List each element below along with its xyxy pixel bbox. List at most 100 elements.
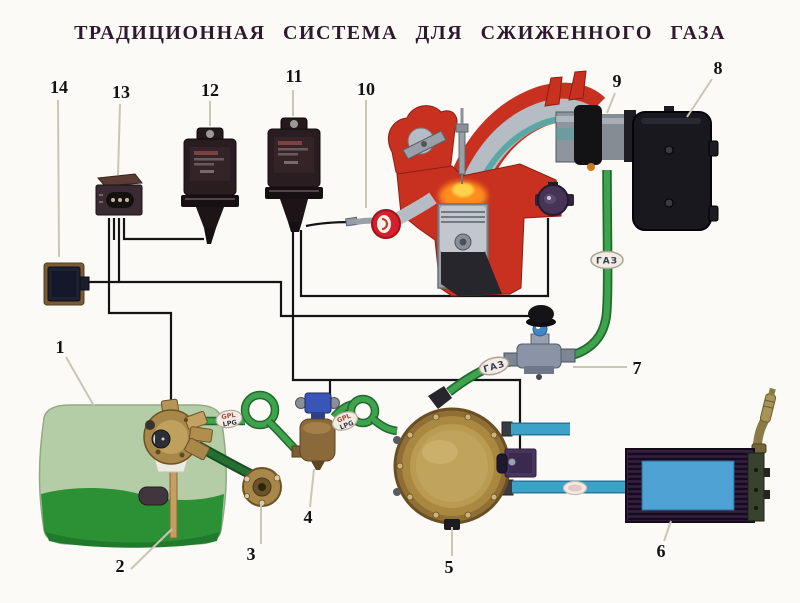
spark-plug-terminal (460, 108, 464, 124)
engine-sensor (535, 182, 574, 216)
wire-ecu11-to-reducer (291, 230, 522, 452)
air-filter-tab-2 (708, 205, 719, 222)
combustion-glow-core (452, 183, 474, 197)
gas-mixer (555, 105, 636, 171)
manifold-stud-2 (568, 70, 587, 101)
reducer-left-tab-1 (393, 436, 401, 444)
callout-leader-lines (57, 78, 713, 570)
gauge-dot (161, 437, 165, 441)
reducer-evaporator (393, 386, 630, 530)
air-filter-screw-2 (664, 198, 674, 208)
reducer-face (416, 430, 488, 502)
mixer-gas-inlet (587, 163, 595, 171)
ecu11-label-print (278, 141, 308, 164)
relay-body-shade (52, 271, 76, 297)
tank-bottom-shade (46, 532, 219, 548)
callout-8: 8 (713, 58, 723, 78)
air-filter-nub (664, 106, 674, 114)
relay (43, 262, 90, 306)
reducer-left-tab-2 (393, 488, 401, 496)
flange-bolts (243, 474, 281, 507)
callout-7: 7 (632, 358, 642, 378)
radiator-side-strip (747, 452, 765, 522)
reducer-inlet-elbow (428, 386, 452, 409)
air-filter-box (632, 111, 712, 231)
wire-switch-to-ecu12 (122, 218, 204, 241)
coolant-fitting-upper (501, 421, 513, 437)
reducer-solenoid-face (509, 453, 532, 473)
lead-red-mark (381, 218, 388, 230)
valve-bottom-screw (536, 374, 542, 380)
ecu11-connector-line (269, 190, 319, 192)
filler-valve-flange (242, 467, 282, 507)
wire-switch-to-multivalve (107, 218, 173, 410)
gas-hose-filter-to-reducer (330, 394, 398, 436)
callout-3: 3 (246, 544, 256, 564)
control-unit-right (265, 117, 323, 232)
callout-13: 13 (112, 82, 130, 102)
ecu12-harness (196, 207, 224, 228)
multivalve-port-2 (188, 426, 213, 443)
air-filter-housing (632, 106, 719, 231)
level-gauge (151, 429, 171, 449)
gas-label-upper: ГАЗ (590, 250, 624, 270)
gpl-label-tank-line1: GPL (221, 411, 236, 421)
callout-9: 9 (612, 71, 622, 91)
air-filter-top-highlight (641, 118, 701, 124)
manifold-stud-1 (544, 76, 563, 107)
gpl-label-tank: GPL LPG (215, 409, 243, 429)
filter-neck (311, 412, 325, 420)
multivalve-bolts (155, 418, 188, 458)
heater-radiator (625, 387, 777, 523)
callout-10: 10 (357, 79, 375, 99)
multivalve-port-3 (184, 437, 210, 461)
radiator-panel (641, 460, 735, 511)
switch-top-face (96, 173, 143, 187)
multivalve (143, 398, 213, 473)
tank-handle (138, 486, 169, 506)
filter-solenoid (304, 392, 332, 414)
gas-solenoid-valve (503, 305, 576, 380)
radiator-nozzle (759, 387, 777, 423)
callout-14: 14 (50, 77, 68, 97)
ecu12-connector (181, 195, 239, 207)
wrist-pin-center (459, 238, 467, 246)
callout-11: 11 (285, 66, 303, 86)
relay-nub (79, 276, 90, 291)
callout-2: 2 (115, 556, 125, 576)
reducer-solenoid-coil (496, 453, 508, 474)
coolant-hose-label (562, 480, 588, 496)
control-unit-left (181, 127, 239, 244)
ecu12-label-print (194, 151, 224, 173)
reducer-drain-nipple (444, 519, 460, 530)
mixer-clamp-ring (574, 105, 602, 165)
level-gauge-face (153, 434, 155, 444)
engine-cutaway (345, 70, 606, 297)
wiring-harness (86, 218, 550, 452)
ecu11-connector (265, 187, 323, 199)
wire-ecu11-to-sensor (299, 218, 550, 298)
switch-leds (111, 198, 129, 202)
multivalve-knob (145, 420, 155, 430)
callout-12: 12 (201, 80, 219, 100)
ecu12-plug (204, 228, 216, 244)
tank-liquid (41, 488, 224, 544)
piston-rings (441, 211, 485, 223)
ecu12-tab-hole (206, 130, 214, 138)
valve-coil-cap (528, 305, 554, 323)
callout-5: 5 (444, 557, 454, 577)
radiator-tab-1 (764, 468, 770, 477)
lead-metal-tip (345, 216, 359, 227)
crankcase-dark (441, 252, 502, 296)
radiator-strip-dots (754, 468, 758, 510)
ecu11-plug (288, 222, 302, 232)
mixer-band-b-highlight (602, 118, 624, 124)
gpl-label-tank-line2: LPG (222, 418, 237, 428)
ecu11-harness (280, 199, 308, 222)
spark-plug-hex (455, 123, 469, 133)
spark-plug-lead (345, 209, 401, 239)
callout-1: 1 (55, 337, 65, 357)
gas-label-upper-text: ГАЗ (596, 257, 618, 267)
